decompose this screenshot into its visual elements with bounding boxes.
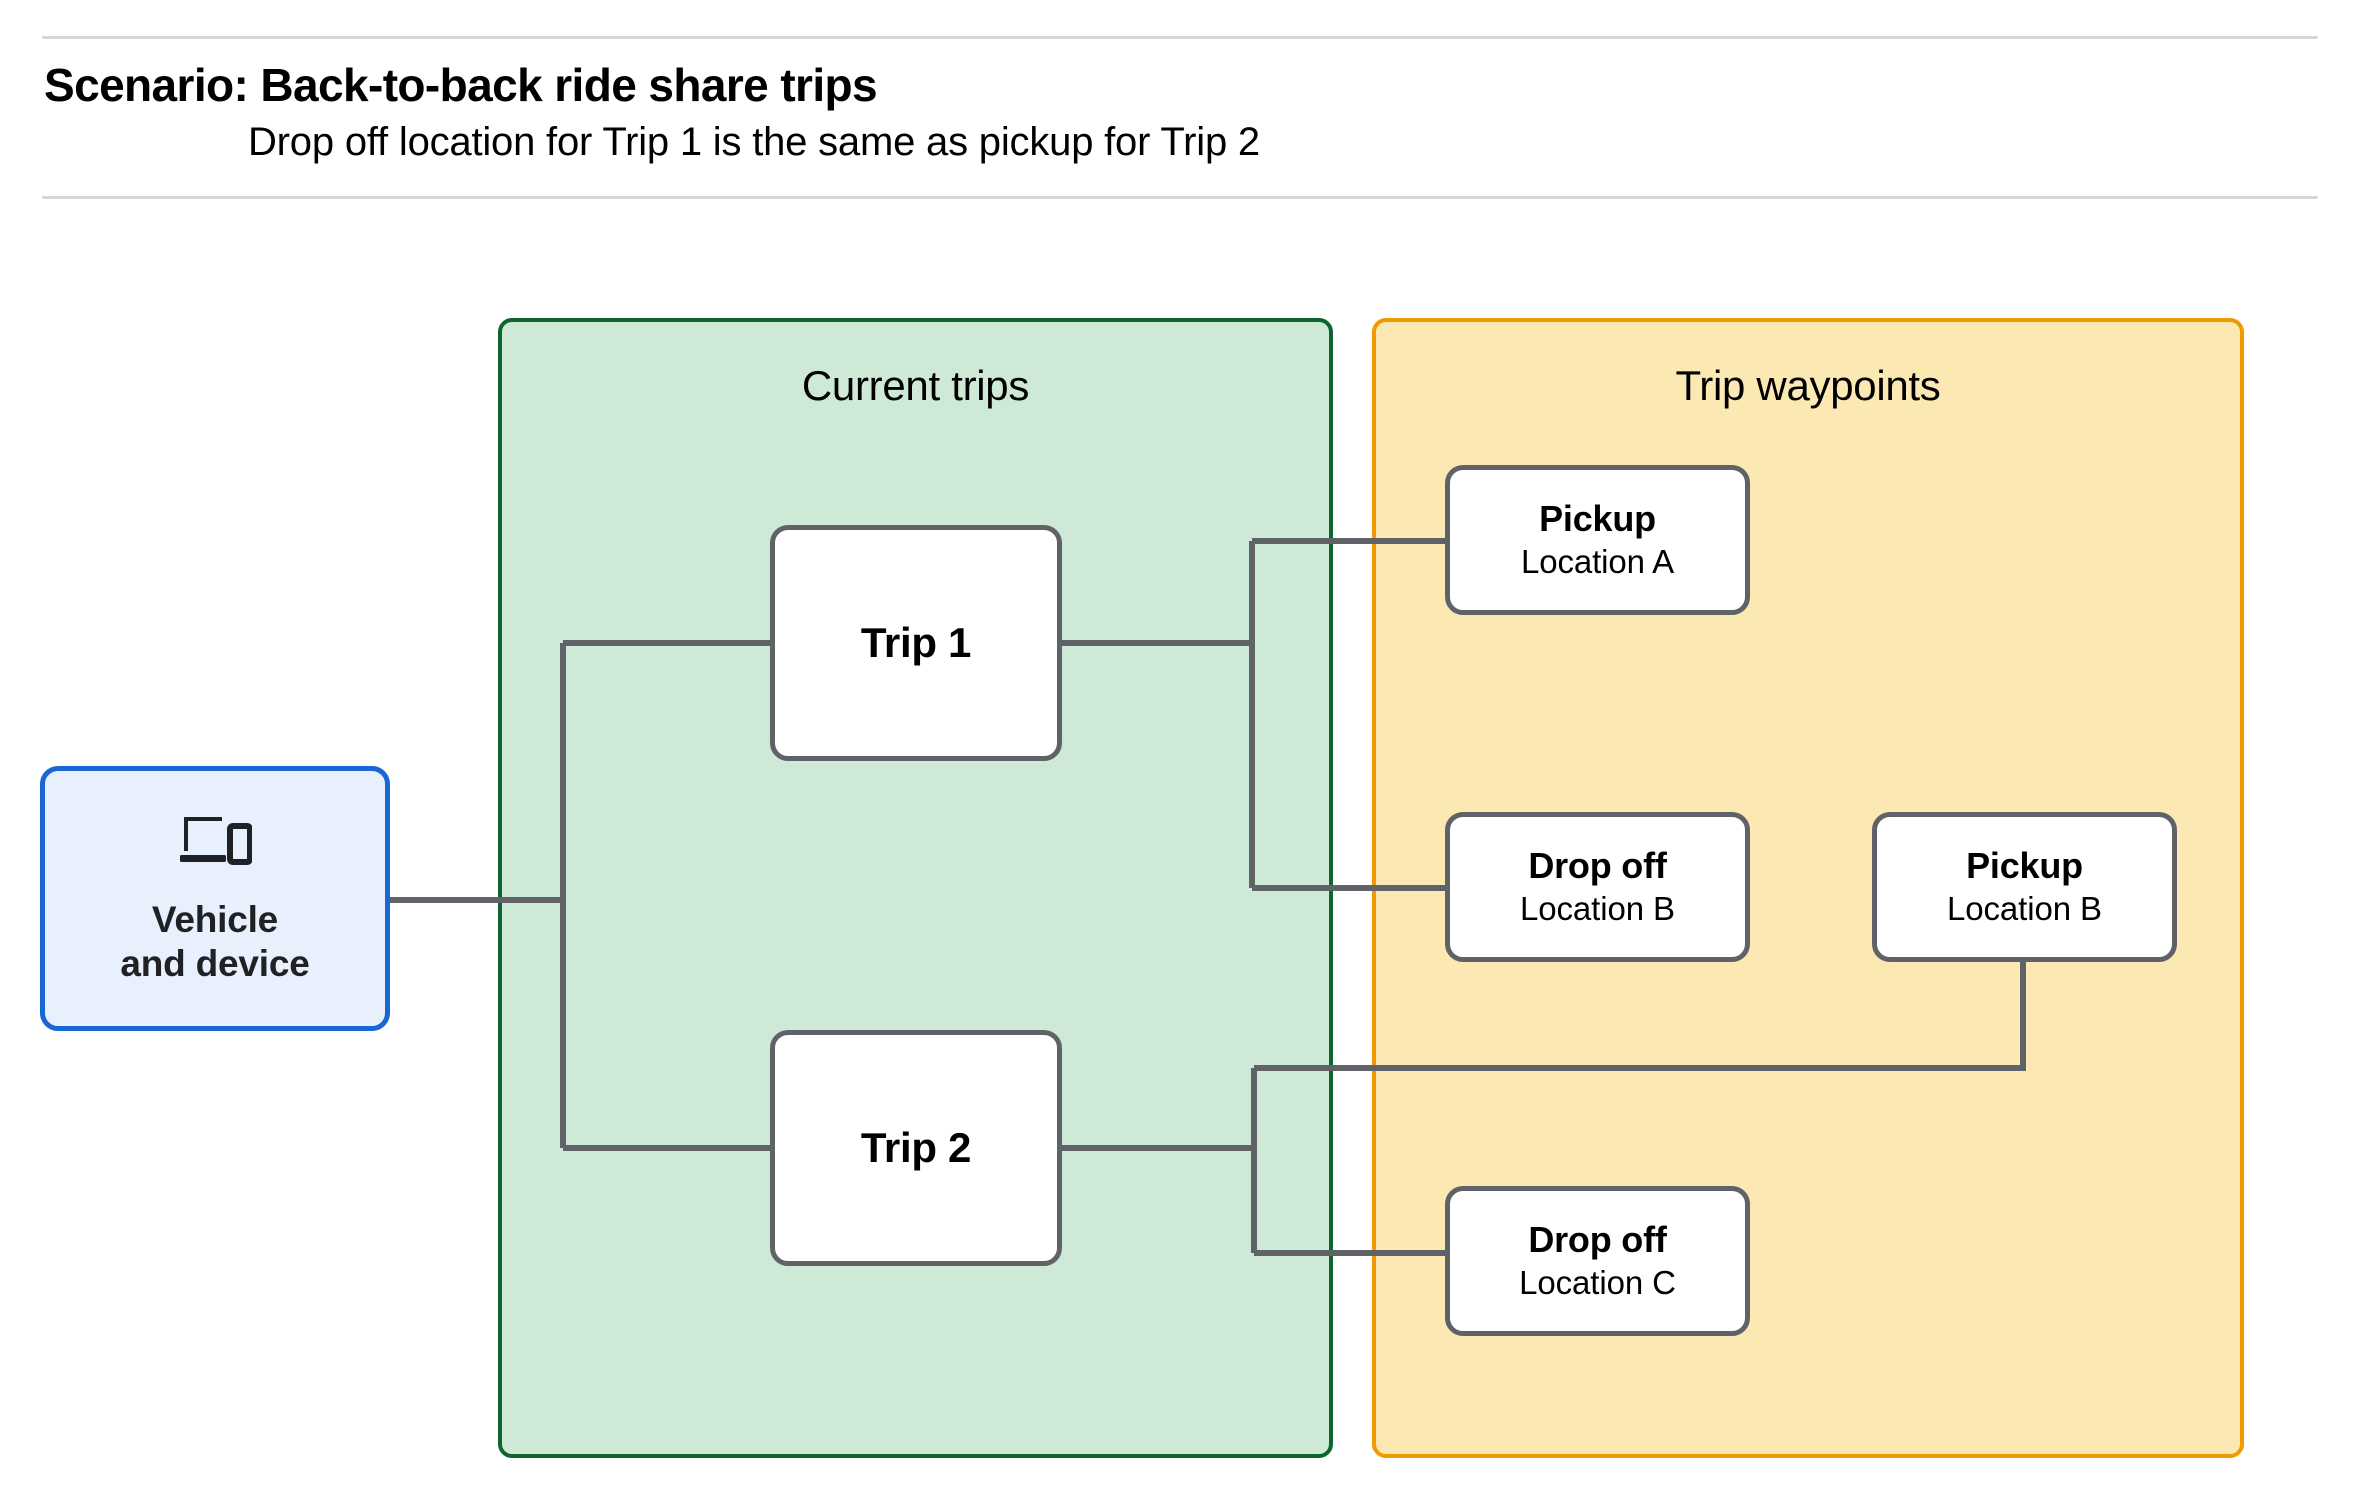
- page-title: Scenario: Back-to-back ride share trips: [44, 59, 878, 111]
- trip-2-label: Trip 2: [860, 1124, 972, 1171]
- waypoint-location: Location B: [1520, 890, 1675, 928]
- node-waypoint-dropoff-location-c[interactable]: Drop off Location C: [1445, 1186, 1750, 1336]
- waypoint-kind: Pickup: [1966, 845, 2083, 886]
- group-current-trips-title: Current trips: [801, 362, 1030, 409]
- node-waypoint-pickup-location-b[interactable]: Pickup Location B: [1872, 812, 2177, 962]
- page-subtitle: Drop off location for Trip 1 is the same…: [248, 120, 1260, 164]
- node-waypoint-pickup-location-a[interactable]: Pickup Location A: [1445, 465, 1750, 615]
- group-current-trips: Current trips: [498, 318, 1333, 1458]
- group-trip-waypoints-title: Trip waypoints: [1675, 362, 1941, 409]
- node-trip-2[interactable]: Trip 2: [770, 1030, 1062, 1266]
- waypoint-kind: Drop off: [1528, 845, 1667, 886]
- node-waypoint-dropoff-location-b[interactable]: Drop off Location B: [1445, 812, 1750, 962]
- node-trip-1[interactable]: Trip 1: [770, 525, 1062, 761]
- waypoint-location: Location B: [1947, 890, 2102, 928]
- node-vehicle-and-device[interactable]: Vehicle and device: [40, 766, 390, 1031]
- waypoint-location: Location A: [1520, 543, 1675, 581]
- waypoint-kind: Pickup: [1539, 498, 1656, 539]
- header-divider-top: [42, 36, 2318, 39]
- waypoint-location: Location C: [1519, 1264, 1676, 1302]
- devices-icon: [180, 816, 252, 865]
- vehicle-and-device-label: Vehicle and device: [120, 898, 310, 984]
- waypoint-kind: Drop off: [1528, 1219, 1667, 1260]
- header-divider-bottom: [42, 196, 2318, 199]
- trip-1-label: Trip 1: [860, 619, 972, 666]
